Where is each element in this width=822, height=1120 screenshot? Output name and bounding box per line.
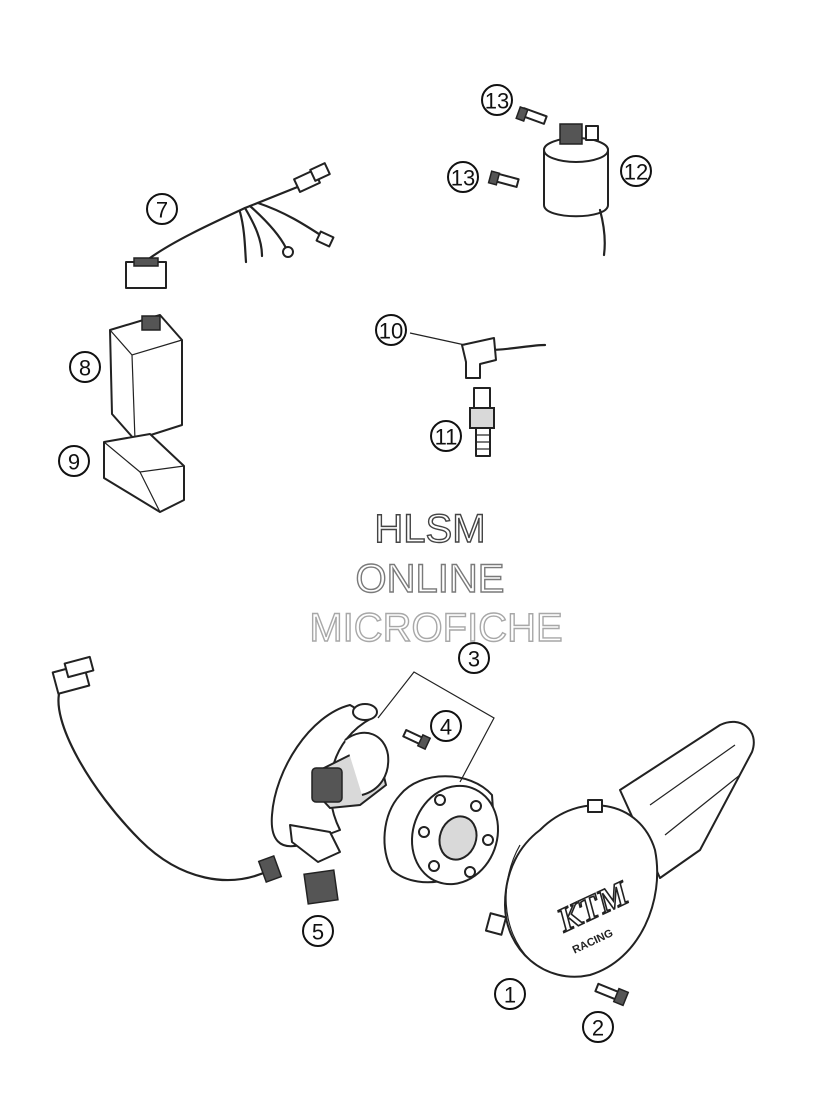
spark-plug-cap-part <box>409 332 547 379</box>
callout-1: 1 <box>494 978 526 1010</box>
ignition-cover-part: KTM RACING <box>484 720 755 978</box>
callout-11-number: 11 <box>435 425 458 450</box>
callout-12: 12 <box>620 155 652 187</box>
stator-assembly-part <box>51 655 390 884</box>
callout-7: 7 <box>146 193 178 225</box>
watermark-line-1: HLSM <box>374 507 485 551</box>
callout-3: 3 <box>458 642 490 674</box>
watermark: HLSM ONLINE MICROFICHE <box>309 506 564 650</box>
callout-13-upper-number: 13 <box>485 89 509 114</box>
coil-bolt-upper <box>515 106 548 125</box>
callout-12-number: 12 <box>624 160 648 185</box>
rotor-flywheel-part <box>383 775 500 886</box>
callout-11: 11 <box>430 420 462 452</box>
rubber-holder-part <box>103 433 185 513</box>
watermark-line-3: MICROFICHE <box>309 606 562 650</box>
callout-5: 5 <box>302 915 334 947</box>
callout-7-number: 7 <box>156 198 168 223</box>
callout-10-number: 10 <box>379 319 403 344</box>
spark-plug-part <box>469 387 495 457</box>
coil-bolt-lower <box>487 170 520 188</box>
stator-screw-part <box>402 729 432 751</box>
callout-3-number: 3 <box>468 647 480 672</box>
callout-2-number: 2 <box>592 1016 604 1041</box>
callout-9: 9 <box>58 445 90 477</box>
callout-13-lower-number: 13 <box>451 166 475 191</box>
callout-9-number: 9 <box>68 450 80 475</box>
callout-5-number: 5 <box>312 920 324 945</box>
grommet-part <box>303 869 339 905</box>
watermark-line-2: ONLINE <box>356 557 505 601</box>
cover-screw-part <box>594 982 630 1007</box>
wiring-harness-part <box>125 162 335 289</box>
callout-2: 2 <box>582 1011 614 1043</box>
cdi-unit-part <box>109 314 183 441</box>
callout-10: 10 <box>375 314 407 346</box>
callout-13-upper: 13 <box>481 84 513 116</box>
callout-13-lower: 13 <box>447 161 479 193</box>
callout-1-number: 1 <box>504 983 516 1008</box>
callout-8: 8 <box>69 351 101 383</box>
callout-4: 4 <box>430 710 462 742</box>
callout-3-bracket <box>377 671 495 783</box>
callout-4-number: 4 <box>440 715 452 740</box>
callout-8-number: 8 <box>79 356 91 381</box>
ignition-coil-part <box>543 123 609 257</box>
